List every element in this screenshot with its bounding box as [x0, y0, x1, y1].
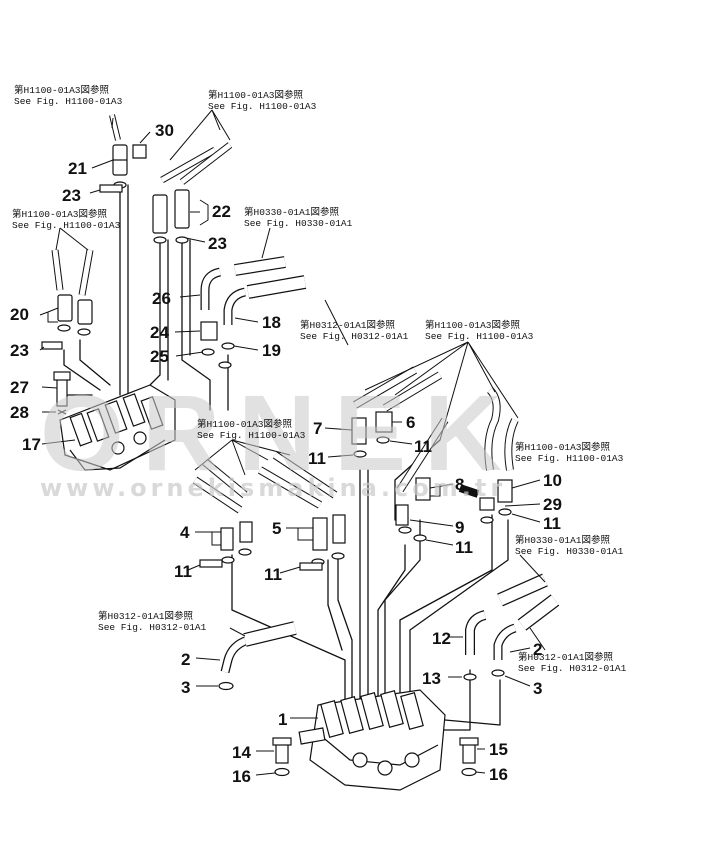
callout-11: 11	[174, 562, 192, 581]
callout-9: 9	[455, 518, 465, 537]
callout-11: 11	[414, 437, 432, 456]
callout-23: 23	[10, 341, 29, 360]
callout-19: 19	[262, 341, 281, 360]
callout-2: 2	[181, 650, 191, 669]
leader-lines	[39, 109, 546, 776]
callout-24: 24	[150, 323, 169, 342]
callout-14: 14	[232, 743, 251, 762]
callout-22: 22	[212, 202, 231, 221]
pipe-lines-upper	[63, 184, 229, 411]
main-control-valve	[298, 689, 446, 791]
callout-27: 27	[10, 378, 29, 397]
callout-6: 6	[406, 413, 416, 432]
callout-16: 16	[232, 767, 251, 786]
callout-25: 25	[150, 347, 169, 366]
callout-13: 13	[422, 669, 441, 688]
callout-15: 15	[489, 740, 508, 759]
callout-4: 4	[180, 523, 190, 542]
callout-17: 17	[22, 435, 41, 454]
callout-8: 8	[455, 475, 465, 494]
upper-control-valve	[59, 384, 176, 471]
callout-7: 7	[313, 419, 323, 438]
callout-30: 30	[155, 121, 174, 140]
callout-10: 10	[543, 471, 562, 490]
fittings	[41, 114, 560, 777]
pipe-lines-lower	[231, 439, 509, 731]
callout-21: 21	[68, 159, 87, 178]
callout-11: 11	[455, 538, 473, 557]
callout-12: 12	[432, 629, 451, 648]
callout-23: 23	[62, 186, 81, 205]
callout-18: 18	[262, 313, 281, 332]
callout-5: 5	[272, 519, 282, 538]
callout-11: 11	[264, 565, 282, 584]
callout-28: 28	[10, 403, 29, 422]
callout-1: 1	[278, 710, 288, 729]
callout-2: 2	[533, 640, 543, 659]
callout-29: 29	[543, 495, 562, 514]
callout-3: 3	[181, 678, 191, 697]
watermark-url: www.ornekismakina.com.tr	[40, 474, 507, 502]
callout-3: 3	[533, 679, 543, 698]
callout-23: 23	[208, 234, 227, 253]
callout-26: 26	[152, 289, 171, 308]
watermark-brand: ORNEK	[40, 372, 521, 493]
callout-11: 11	[308, 449, 326, 468]
callout-11: 11	[543, 514, 561, 533]
callout-16: 16	[489, 765, 508, 784]
callout-20: 20	[10, 305, 29, 324]
